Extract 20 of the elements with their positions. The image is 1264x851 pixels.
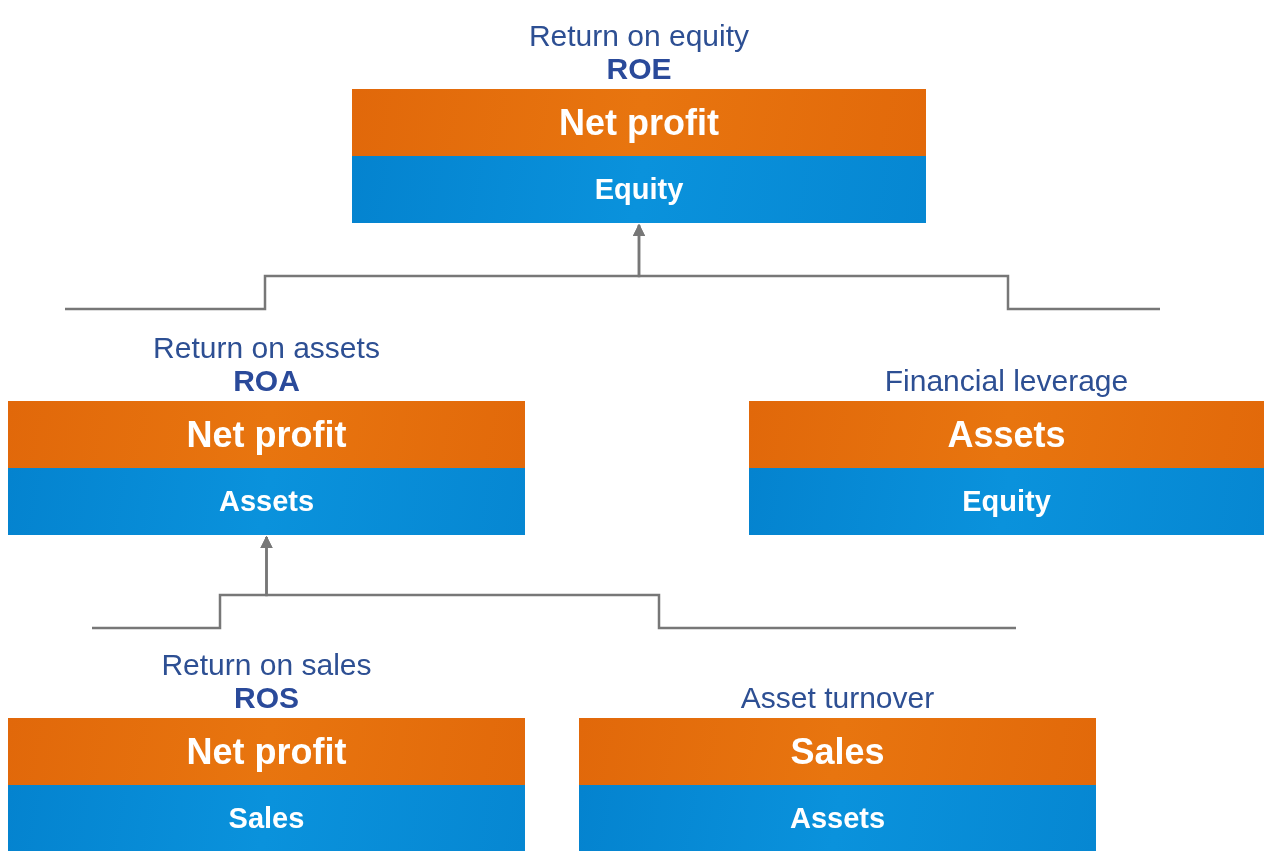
numerator-band: Net profit xyxy=(8,401,525,468)
ratio-name: Return on assets xyxy=(153,331,380,364)
connector-arrow xyxy=(260,535,1016,630)
numerator-band: Sales xyxy=(579,718,1096,785)
denominator-band: Assets xyxy=(579,785,1096,851)
ratio-name: Return on sales xyxy=(161,648,372,681)
denominator-band: Assets xyxy=(8,468,525,535)
numerator-band: Assets xyxy=(749,401,1264,468)
ratio-name: Financial leverage xyxy=(884,364,1129,397)
ratio-abbreviation: ROE xyxy=(606,52,672,85)
denominator-band: Equity xyxy=(749,468,1264,535)
denominator-band: Sales xyxy=(8,785,525,851)
numerator-band: Net profit xyxy=(352,89,926,156)
ratio-name: Return on equity xyxy=(528,19,750,52)
numerator-band: Net profit xyxy=(8,718,525,785)
connector-arrow xyxy=(632,223,1160,311)
ratio-abbreviation: ROA xyxy=(233,364,300,397)
denominator-band: Equity xyxy=(352,156,926,223)
ratio-abbreviation: ROS xyxy=(234,681,299,714)
ratio-name: Asset turnover xyxy=(740,681,935,714)
